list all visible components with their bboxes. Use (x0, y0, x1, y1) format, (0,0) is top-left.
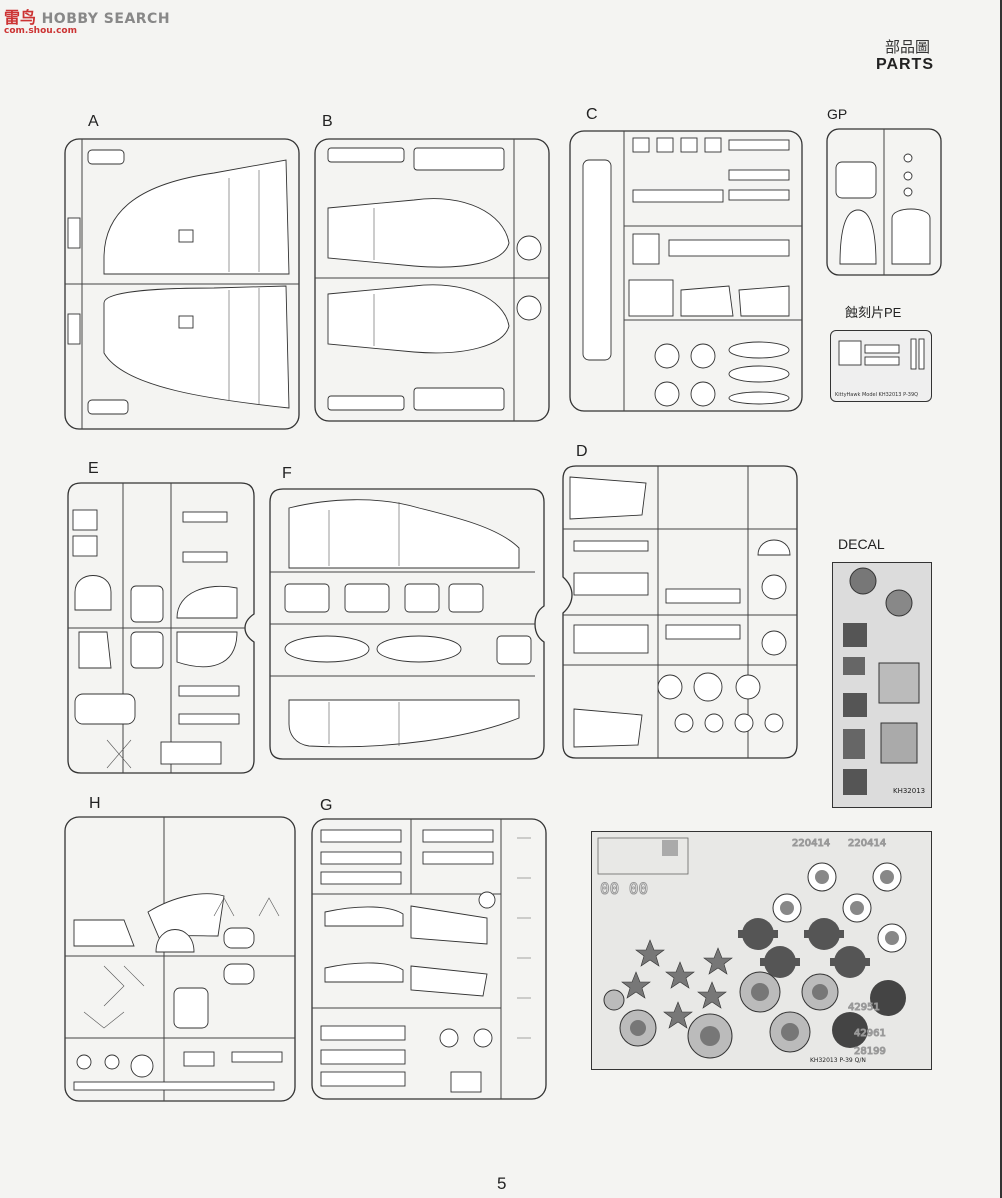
sprue-h (64, 816, 296, 1102)
sprue-g (311, 818, 547, 1100)
page-edge (1000, 0, 1002, 1198)
sprue-d (562, 465, 798, 759)
photo-etch-sheet: KittyHawk Model KH32013 P-39Q (830, 330, 932, 402)
sprue-c (569, 130, 803, 412)
sprue-label-e: E (88, 460, 99, 477)
watermark: 雷鸟 HOBBY SEARCH com.shou.com (4, 4, 170, 36)
sprue-label-a: A (88, 113, 99, 130)
sprue-label-c: C (586, 106, 598, 123)
decal-sheet-2: 00 00 220414 220414 (591, 831, 932, 1070)
sprue-e (67, 482, 255, 774)
decal-label: DECAL (838, 536, 885, 552)
photo-etch-text: KittyHawk Model KH32013 P-39Q (835, 392, 919, 398)
watermark-url: com.shou.com (4, 26, 77, 36)
pe-label: 蝕刻片PE (845, 305, 902, 320)
decal-sheet-2-digits: 00 00 (600, 879, 648, 898)
decal-roundels (603, 862, 907, 1059)
page-number: 5 (497, 1174, 507, 1193)
sprue-label-g: G (320, 797, 333, 814)
sprue-label-f: F (282, 465, 292, 482)
decal-stars (621, 939, 733, 1029)
sprue-label-h: H (89, 795, 101, 812)
header-title-en: PARTS (875, 56, 934, 73)
header-title-cn: 部品圖 (884, 38, 930, 56)
decal-code-4: 42961 (854, 1028, 886, 1039)
decal-code-1: 220414 (792, 838, 830, 849)
decal-sheet-1-code: KH32013 (893, 787, 925, 795)
sprue-label-d: D (576, 443, 588, 460)
sprue-gp (826, 128, 942, 276)
watermark-cn: 雷鸟 (4, 8, 37, 27)
sprue-label-gp: GP (827, 106, 848, 122)
sprue-b (314, 138, 550, 422)
decal-sheet-2-text: KH32013 P-39 Q/N (810, 1057, 866, 1064)
sprue-label-b: B (322, 113, 333, 130)
decal-code-3: 42951 (848, 1002, 880, 1013)
sprue-c-small-parts (632, 137, 790, 265)
watermark-title: HOBBY SEARCH (41, 11, 171, 27)
photo-etch-parts (838, 338, 925, 370)
decal-sheet-2-art: 00 00 220414 220414 (597, 838, 907, 1064)
decal-code-5: 28199 (854, 1046, 886, 1057)
decal-sheet-1: KH32013 (832, 562, 932, 808)
decal-code-2: 220414 (848, 838, 886, 849)
sprue-a (64, 138, 300, 430)
sprue-f (269, 488, 545, 760)
decal-sheet-1-art: KH32013 (843, 567, 925, 795)
